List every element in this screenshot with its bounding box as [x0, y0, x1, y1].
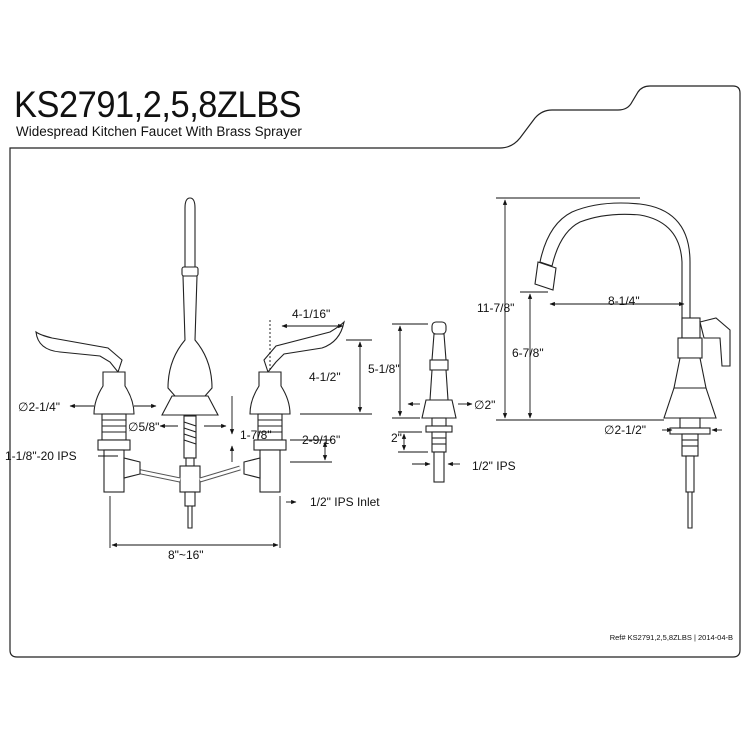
- dim-supply-thread: 1-1/8"-20 IPS: [5, 449, 77, 463]
- dim-sprayer-base-dia: ∅2": [474, 398, 495, 412]
- reference-number: Ref# KS2791,2,5,8ZLBS | 2014-04-B: [610, 633, 733, 642]
- front-view-dimension-lines: [69, 320, 372, 548]
- dim-total-height: 11-7/8": [477, 301, 514, 315]
- product-description: Widespread Kitchen Faucet With Brass Spr…: [16, 124, 302, 139]
- model-number: KS2791,2,5,8ZLBS: [14, 84, 302, 125]
- dim-handle-base-dia: ∅2-1/4": [18, 400, 60, 414]
- dim-sprayer-shank: 2": [391, 431, 402, 445]
- dim-sprayer-ips: 1/2" IPS: [472, 459, 516, 473]
- dim-handle-height: 4-1/2": [309, 370, 341, 384]
- dim-handle-spread: 4-1/16": [292, 307, 330, 321]
- side-view-dimension-lines: [496, 197, 722, 433]
- dimension-labels: ∅2-1/4" 1-1/8"-20 IPS ∅5/8" 1-7/8" 4-1/1…: [5, 294, 646, 562]
- dim-sprayer-height: 5-1/8": [368, 362, 400, 376]
- sprayer-dimension-lines: [392, 323, 473, 467]
- sprayer: [421, 321, 457, 483]
- dim-center-spread: 8"~16": [168, 548, 204, 562]
- dim-spout-shank: 1-7/8": [240, 428, 272, 442]
- faucet-front-view: [35, 197, 345, 529]
- dim-base-dia: ∅2-1/2": [604, 423, 646, 437]
- dim-inlet: 1/2" IPS Inlet: [310, 495, 380, 509]
- frame-outline: [9, 85, 741, 658]
- dim-spout-hole-dia: ∅5/8": [128, 420, 159, 434]
- dim-handle-shank: 2-9/16": [302, 433, 340, 447]
- dim-spout-clearance: 6-7/8": [512, 346, 544, 360]
- faucet-side-view: [534, 202, 731, 529]
- dim-spout-reach: 8-1/4": [608, 294, 640, 308]
